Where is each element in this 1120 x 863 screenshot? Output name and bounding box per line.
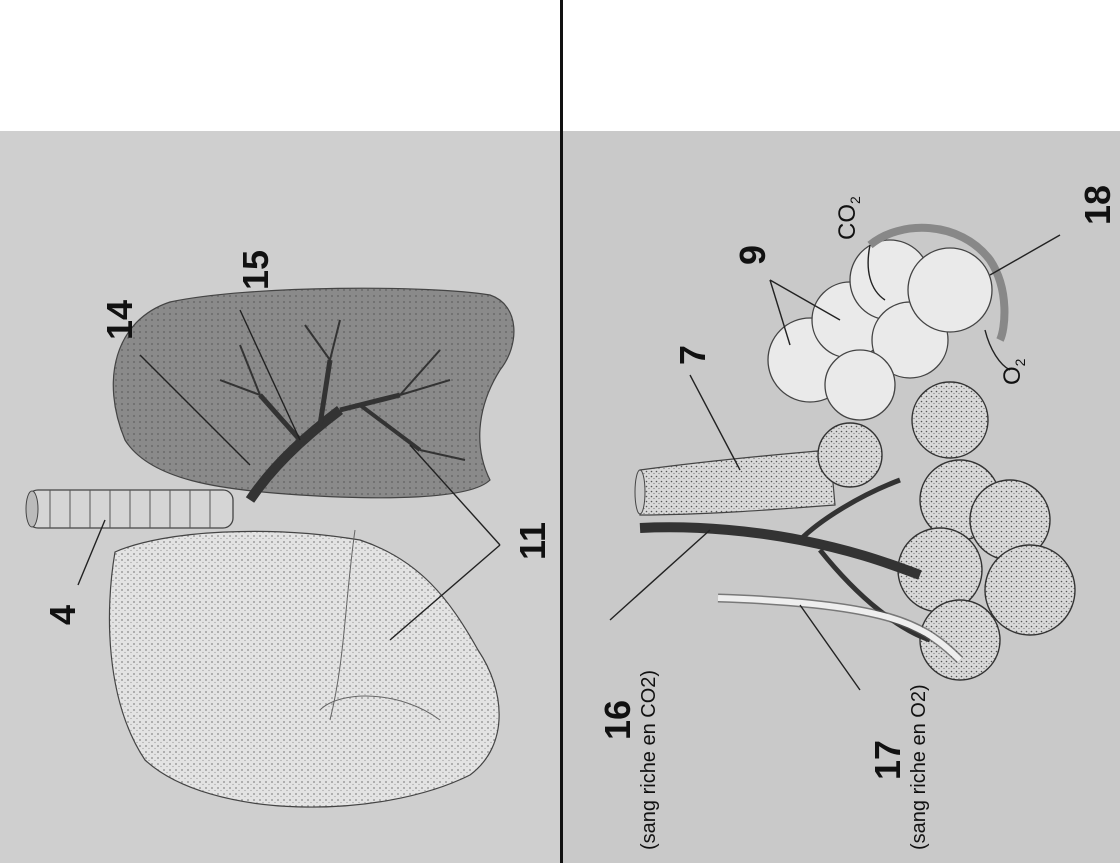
o2-label: O2 xyxy=(999,358,1028,385)
trachea xyxy=(26,490,233,528)
label-4: 4 xyxy=(42,605,83,625)
note-sang-co2: (sang riche en CO2) xyxy=(638,670,660,850)
label-9: 9 xyxy=(732,245,773,265)
co2-label: CO2 xyxy=(834,196,863,240)
label-16: 16 xyxy=(597,700,638,740)
label-7: 7 xyxy=(672,345,713,365)
alveoli-illustration xyxy=(610,228,1075,690)
lungs-illustration xyxy=(26,288,514,807)
lung-shaded xyxy=(113,288,514,498)
label-15: 15 xyxy=(235,250,276,290)
capillary-network xyxy=(818,382,1075,680)
label-11: 11 xyxy=(512,522,553,560)
lung-stippled xyxy=(109,531,499,807)
label-14: 14 xyxy=(99,300,140,340)
label-18: 18 xyxy=(1077,185,1118,225)
bronchiole xyxy=(640,450,835,515)
label-17: 17 xyxy=(867,740,908,780)
note-sang-o2: (sang riche en O2) xyxy=(908,684,930,850)
bronchiole-opening xyxy=(635,470,645,514)
arteriole-co2 xyxy=(640,527,920,575)
